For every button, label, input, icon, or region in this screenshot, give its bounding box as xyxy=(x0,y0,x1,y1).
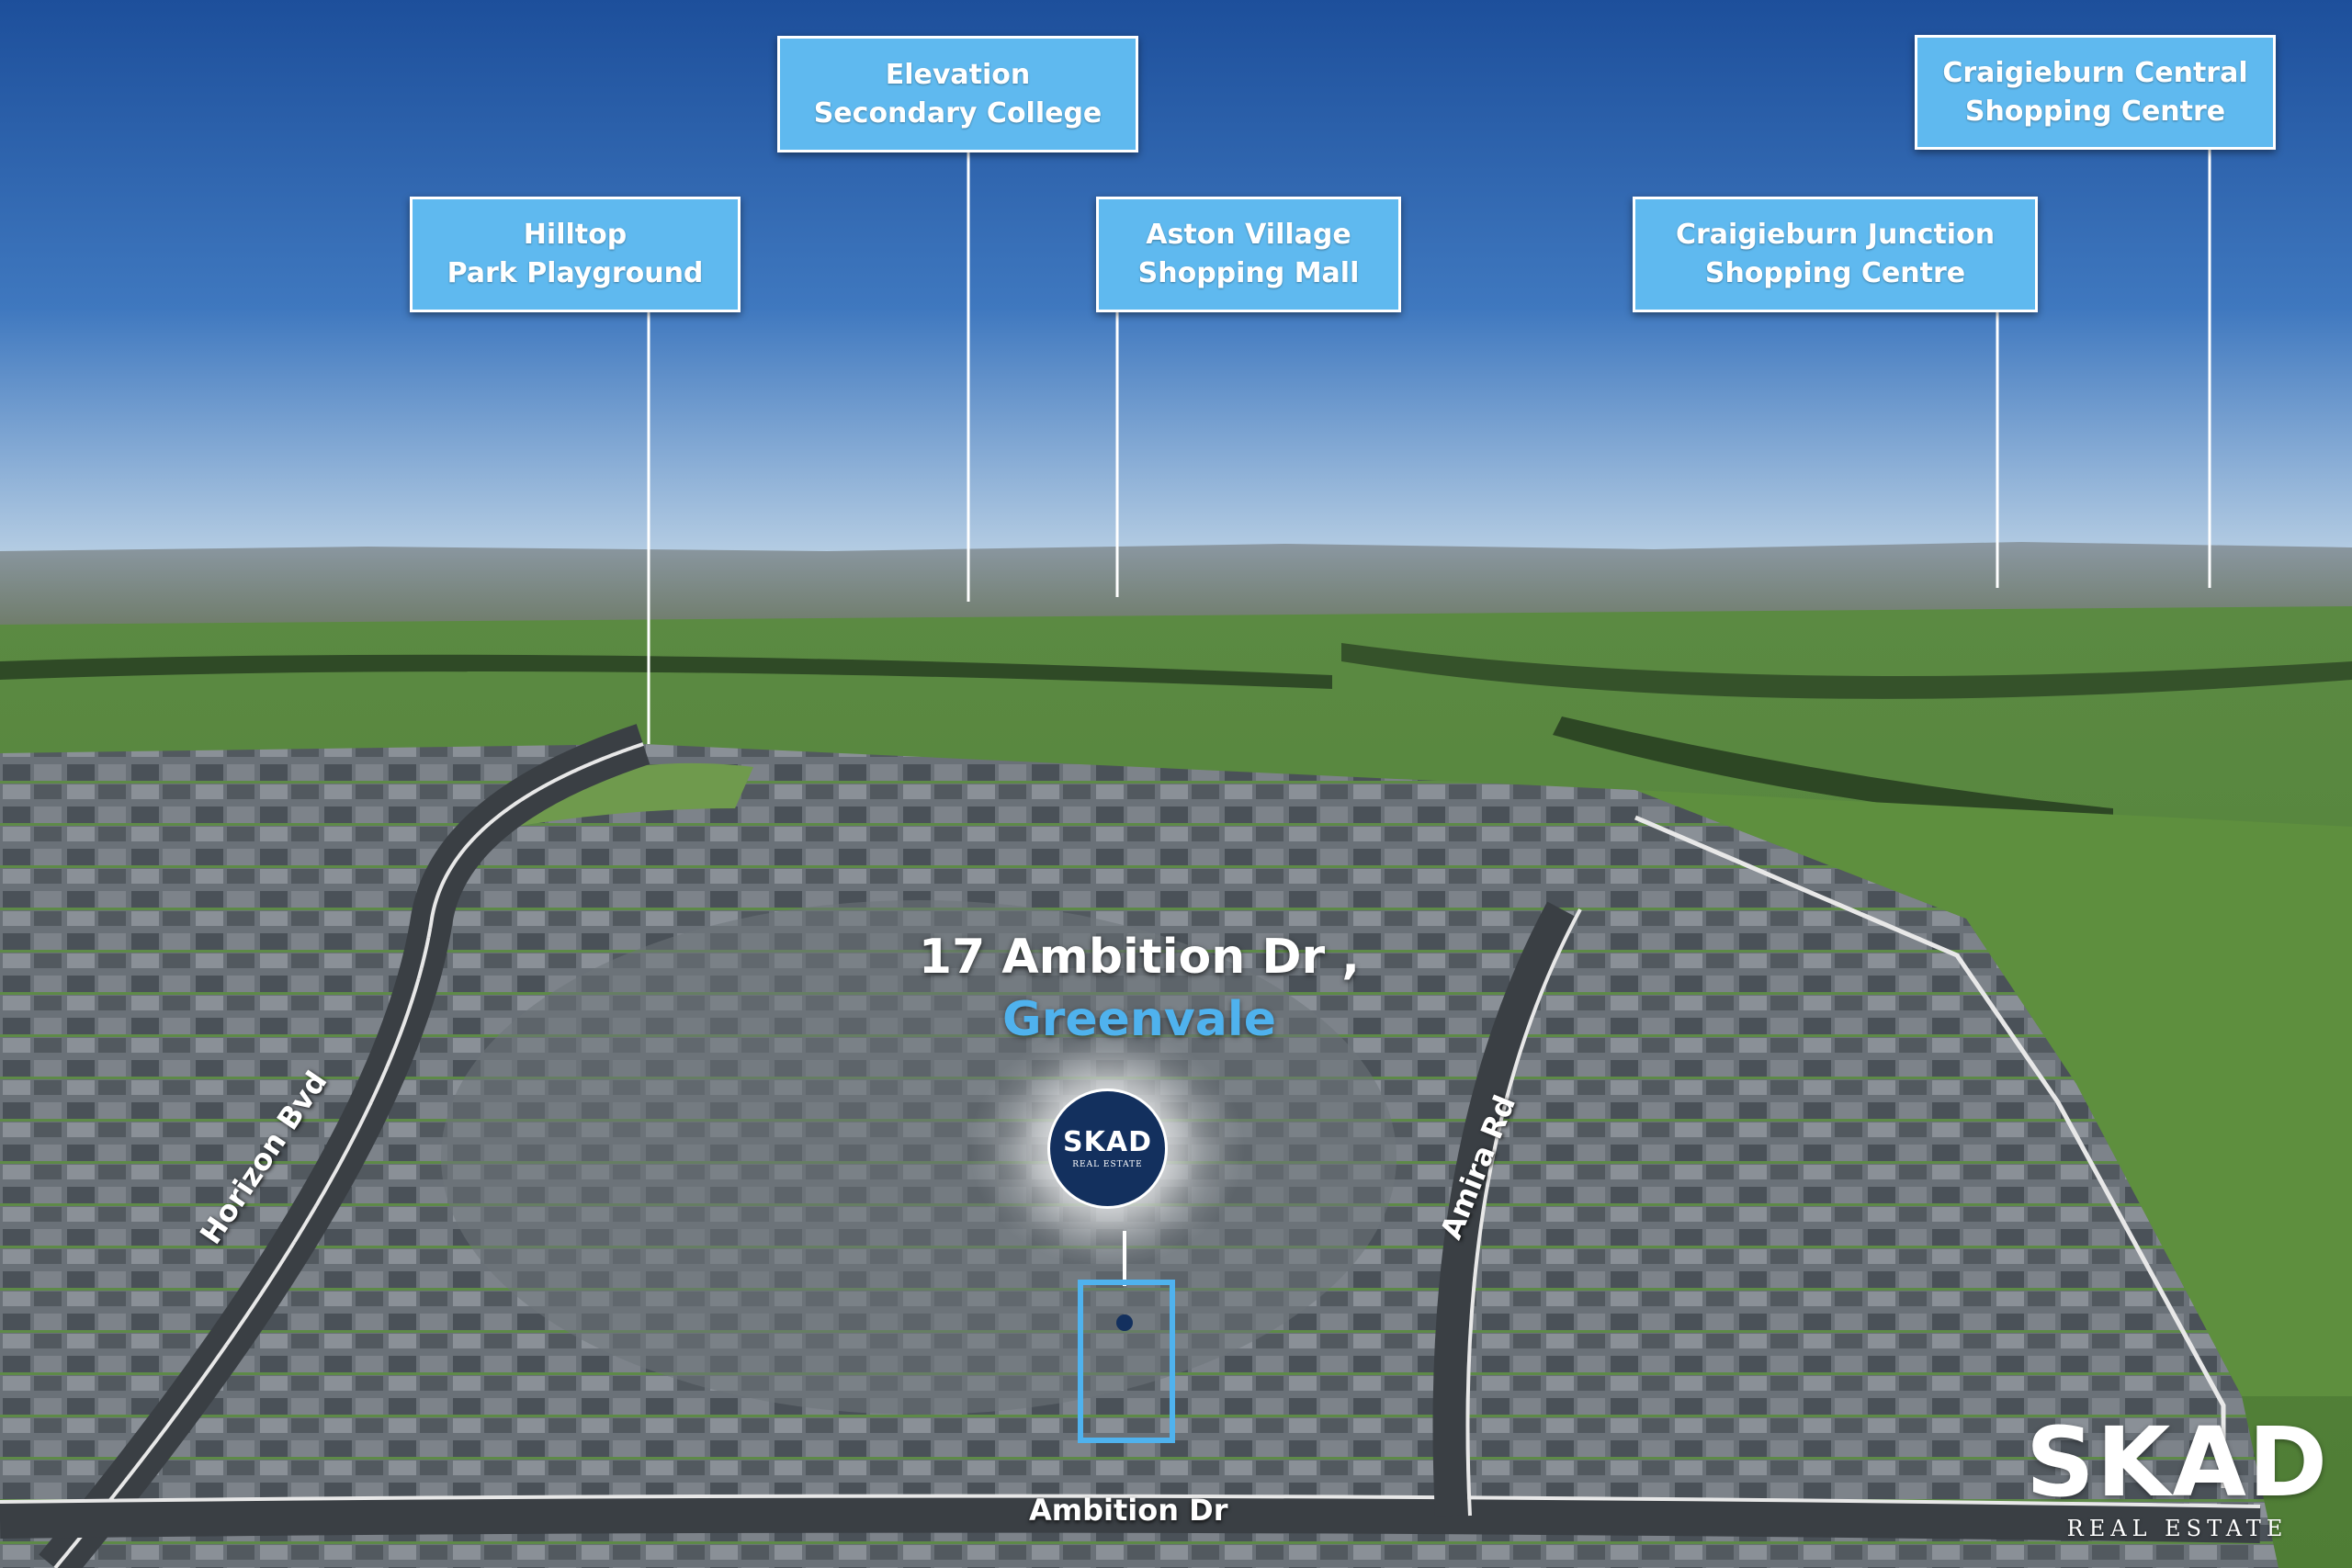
callout-line: Aston Village xyxy=(1146,219,1351,251)
road-ambition xyxy=(0,1495,2261,1543)
callout-line: Shopping Centre xyxy=(1704,257,1966,289)
badge-brand: SKAD xyxy=(1063,1126,1152,1158)
tree-line xyxy=(0,654,1332,689)
callout-hilltop-park: Hilltop Park Playground xyxy=(410,197,741,312)
tree-line xyxy=(1553,716,2113,827)
callout-line: Craigieburn Junction xyxy=(1675,219,1996,251)
callout-craigieburn-central: Craigieburn Central Shopping Centre xyxy=(1915,35,2276,150)
callout-line: Shopping Centre xyxy=(1964,95,2226,128)
property-outline xyxy=(1078,1280,1175,1443)
road-amira-edge xyxy=(1465,908,1582,1517)
agency-watermark-logo: SKAD REAL ESTATE xyxy=(2021,1415,2334,1541)
property-address: 17 Ambition Dr , Greenvale xyxy=(882,930,1396,1047)
focus-blur xyxy=(441,900,1396,1415)
paddock xyxy=(1635,790,2352,1396)
callout-line: Park Playground xyxy=(447,257,704,289)
callout-craigieburn-junction: Craigieburn Junction Shopping Centre xyxy=(1633,197,2038,312)
agency-badge-logo: SKAD REAL ESTATE xyxy=(1047,1089,1168,1209)
road-horizon-edge xyxy=(53,742,644,1568)
callout-elevation-college: Elevation Secondary College xyxy=(777,36,1138,152)
callout-line: Shopping Mall xyxy=(1137,257,1360,289)
callout-line: Secondary College xyxy=(813,96,1102,130)
property-dot xyxy=(1116,1314,1133,1331)
road-label-ambition: Ambition Dr xyxy=(1029,1493,1228,1528)
watermark-tagline: REAL ESTATE xyxy=(2066,1516,2289,1541)
address-street: 17 Ambition Dr , xyxy=(918,930,1361,985)
road-ambition-edge xyxy=(0,1494,2261,1508)
callout-line: Hilltop xyxy=(523,219,628,251)
badge-tagline: REAL ESTATE xyxy=(1072,1160,1143,1169)
road-boundary xyxy=(1634,815,2226,1488)
address-suburb: Greenvale xyxy=(1002,992,1276,1047)
road-amira xyxy=(1432,901,1577,1517)
tree-line xyxy=(1341,643,2352,699)
callout-aston-village: Aston Village Shopping Mall xyxy=(1096,197,1401,312)
callout-line: Craigieburn Central xyxy=(1942,56,2248,89)
watermark-brand: SKAD xyxy=(2025,1406,2330,1518)
callout-line: Elevation xyxy=(885,58,1031,91)
